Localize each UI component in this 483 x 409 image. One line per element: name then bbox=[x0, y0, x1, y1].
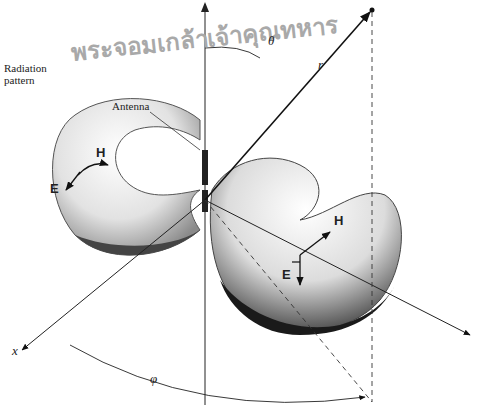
projection-line bbox=[372, 12, 373, 402]
y-axis bbox=[205, 200, 470, 335]
left-lobe bbox=[53, 99, 201, 256]
field-label: E bbox=[282, 268, 291, 282]
vector-label: r bbox=[318, 58, 323, 72]
axis-label: x bbox=[12, 344, 18, 358]
antenna-element bbox=[202, 150, 208, 185]
field-label: H bbox=[96, 146, 105, 160]
field-label: H bbox=[334, 214, 343, 228]
h-field-arrow bbox=[300, 232, 330, 255]
e-field-arrow bbox=[299, 255, 300, 285]
lobe-shadow bbox=[75, 230, 200, 255]
projection-line bbox=[205, 200, 372, 402]
e-field-arrow bbox=[66, 172, 80, 190]
field-label: E bbox=[50, 182, 59, 196]
h-field-arrow bbox=[78, 164, 108, 175]
part-label: Radiation pattern bbox=[4, 62, 62, 86]
x-axis bbox=[22, 200, 205, 350]
part-label: Antenna bbox=[112, 100, 149, 112]
angle-label: φ bbox=[150, 372, 157, 386]
angle-label: θ bbox=[268, 34, 274, 48]
lobe-shadow bbox=[220, 280, 395, 335]
phi-arc bbox=[70, 345, 365, 402]
